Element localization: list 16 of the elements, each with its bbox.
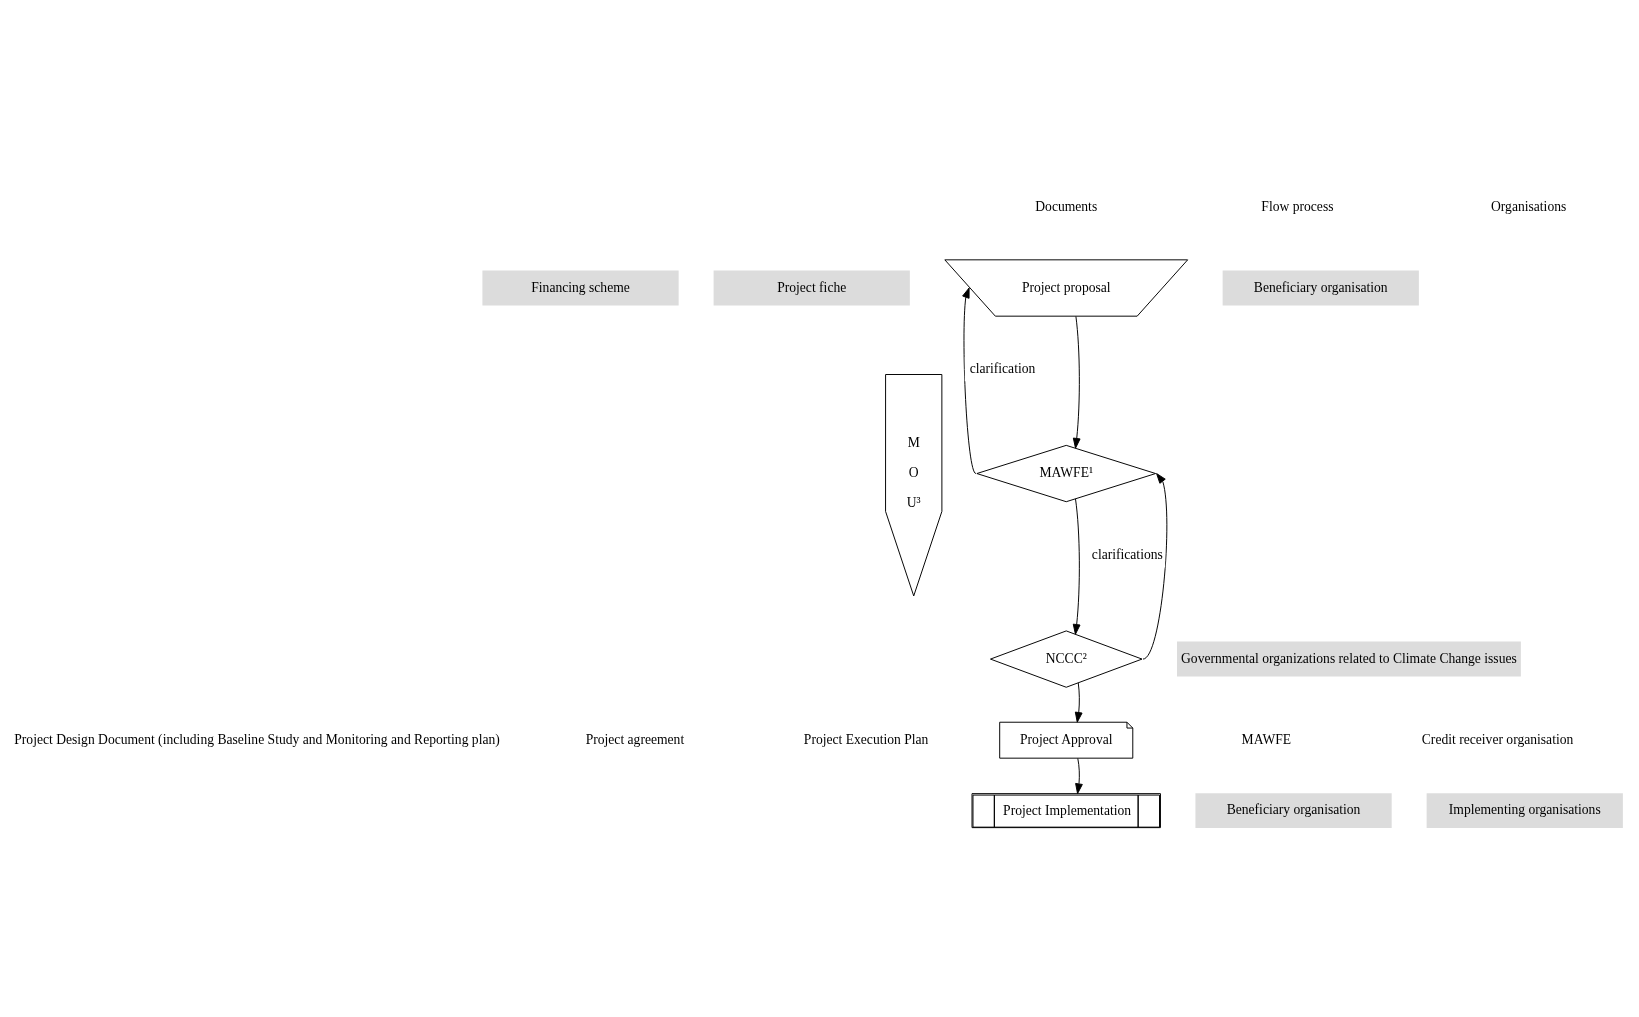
edge-label: clarifications bbox=[1091, 546, 1163, 562]
label: Flow process bbox=[1261, 198, 1334, 214]
label: Governmental organizations related to Climate Change issues bbox=[1181, 650, 1517, 666]
label: Implementing organisations bbox=[1448, 801, 1601, 817]
label: Credit receiver organisation bbox=[1421, 731, 1574, 747]
label: Project fiche bbox=[777, 279, 847, 295]
label: Documents bbox=[1035, 198, 1098, 214]
label: Organisations bbox=[1491, 198, 1567, 214]
label: Project agreement bbox=[585, 731, 685, 747]
label: Beneficiary organisation bbox=[1253, 279, 1388, 295]
label: Financing scheme bbox=[531, 279, 630, 295]
label: Project Execution Plan bbox=[803, 731, 929, 747]
label: Beneficiary organisation bbox=[1226, 801, 1361, 817]
label: Project Design Document (including Baseline Study and Monitoring and Reporting plan) bbox=[14, 731, 500, 747]
label: MAWFE bbox=[1241, 731, 1292, 747]
edge-label: clarification bbox=[969, 360, 1036, 376]
